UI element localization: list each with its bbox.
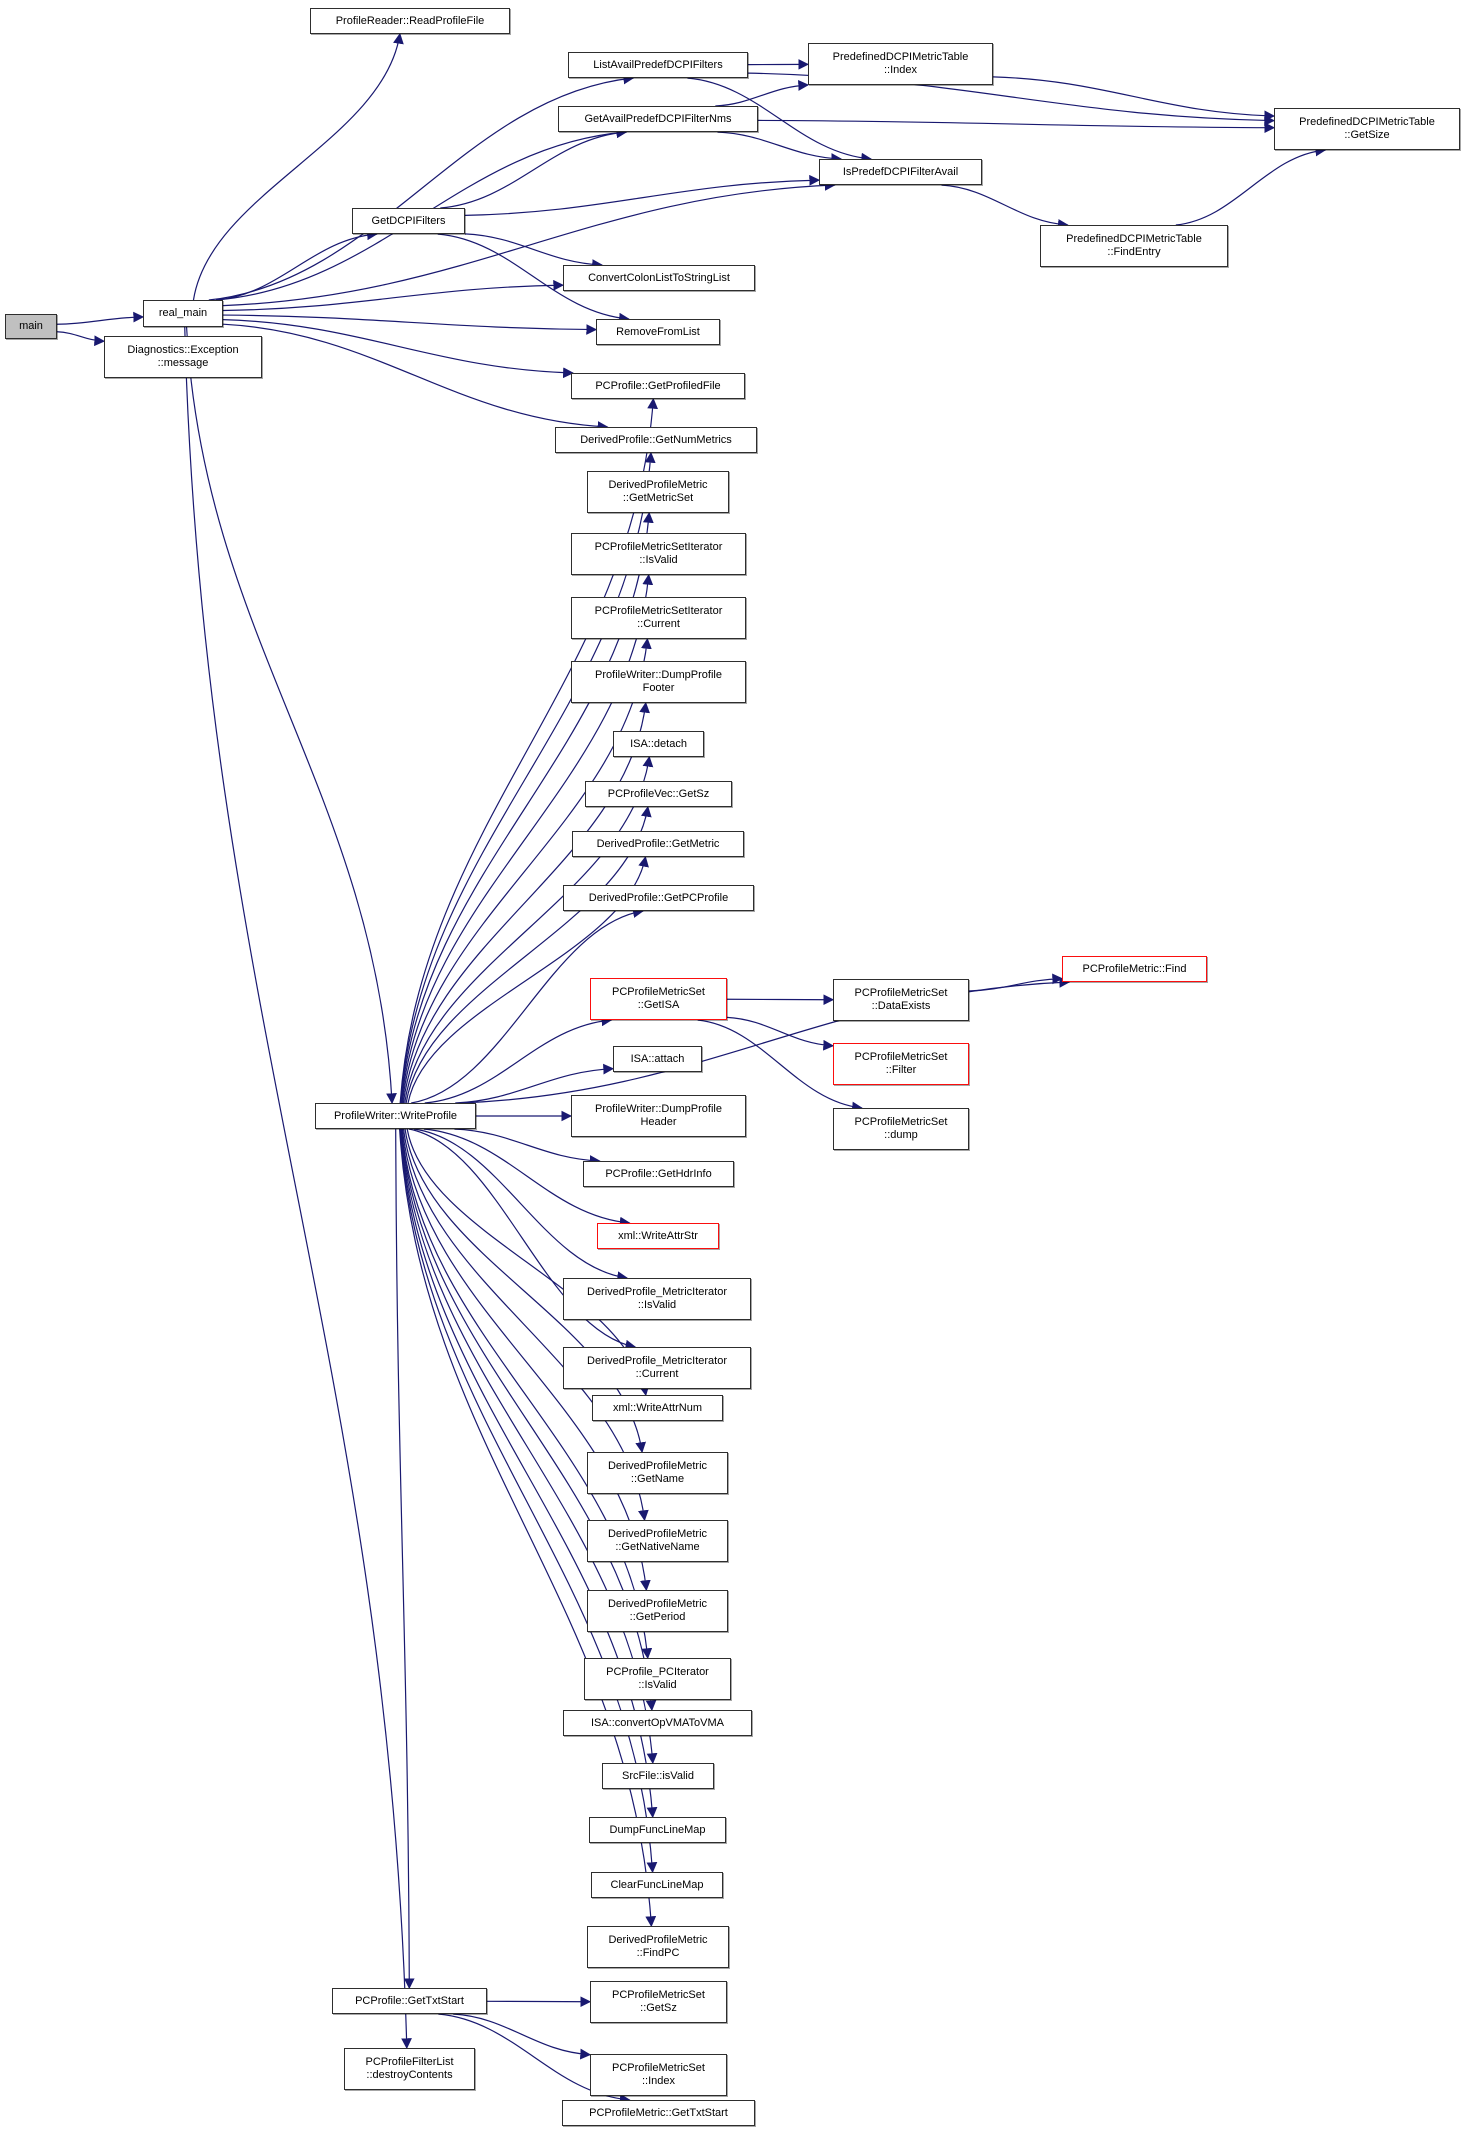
node-getavailpredefdcpifilternms[interactable]: GetAvailPredefDCPIFilterNms bbox=[558, 106, 758, 132]
node-isa-attach[interactable]: ISA::attach bbox=[613, 1046, 702, 1072]
node-dumpfunclinemap[interactable]: DumpFuncLineMap bbox=[589, 1817, 726, 1843]
edge-get_avail-to-pdt_index bbox=[715, 80, 810, 107]
edge-write_profile-to-clear_func_line_map bbox=[399, 1128, 658, 1874]
edge-get_dcpi_filters-to-get_avail bbox=[440, 127, 628, 209]
edge-pcp_gettxtstart-to-pms_index bbox=[453, 2013, 592, 2060]
edge-get_dcpi_filters-to-convert_colon bbox=[464, 233, 603, 270]
node-pcprofile-getprofiledfile[interactable]: PCProfile::GetProfiledFile bbox=[571, 373, 745, 399]
node-derivedprofilemetric-findpc[interactable]: DerivedProfileMetric ::FindPC bbox=[587, 1926, 729, 1968]
node-ispredefdcpifilteravail[interactable]: IsPredefDCPIFilterAvail bbox=[819, 159, 982, 185]
edge-pms_dataexists-to-pm_find bbox=[968, 973, 1064, 992]
node-derivedprofilemetric-getnativename[interactable]: DerivedProfileMetric ::GetNativeName bbox=[587, 1520, 728, 1562]
node-derivedprofilemetric-getperiod[interactable]: DerivedProfileMetric ::GetPeriod bbox=[587, 1590, 728, 1632]
edge-main-to-diag_message bbox=[56, 331, 106, 347]
node-isa-detach[interactable]: ISA::detach bbox=[613, 731, 704, 757]
node-isa-convertopvmatovma[interactable]: ISA::convertOpVMAToVMA bbox=[563, 1710, 752, 1736]
edge-pdt_index-to-pdt_getsize bbox=[992, 76, 1276, 122]
edge-write_profile-to-pcp_gettxtstart bbox=[395, 1128, 415, 1990]
edge-get_avail-to-pdt_getsize bbox=[757, 119, 1276, 134]
node-xml-writeattrstr[interactable]: xml::WriteAttrStr bbox=[597, 1223, 719, 1249]
node-profilewriter-dumpprofileheader[interactable]: ProfileWriter::DumpProfile Header bbox=[571, 1095, 746, 1137]
edge-write_profile-to-get_hdr_info bbox=[454, 1128, 601, 1166]
node-pcprofile-pciterator-isvalid[interactable]: PCProfile_PCIterator ::IsValid bbox=[584, 1658, 731, 1700]
node-profilewriter-writeprofile[interactable]: ProfileWriter::WriteProfile bbox=[315, 1103, 476, 1129]
edge-write_profile-to-pci_isvalid bbox=[400, 1128, 653, 1660]
edge-pdt_findentry-to-pdt_getsize bbox=[1175, 145, 1327, 226]
edge-real_main-to-list_avail bbox=[208, 73, 635, 301]
node-profilereader-readprofilefile[interactable]: ProfileReader::ReadProfileFile bbox=[310, 8, 510, 34]
node-pcprofilemetricset-dataexists[interactable]: PCProfileMetricSet ::DataExists bbox=[833, 979, 969, 1021]
edge-get_avail-to-is_predef bbox=[717, 131, 843, 164]
node-derivedprofilemetric-getname[interactable]: DerivedProfileMetric ::GetName bbox=[587, 1452, 728, 1494]
edge-pms_getisa-to-pms_filter bbox=[726, 1016, 835, 1051]
node-derivedprofile-getnummetrics[interactable]: DerivedProfile::GetNumMetrics bbox=[555, 427, 757, 453]
edge-write_profile-to-dp_get_pcprofile bbox=[411, 907, 644, 1104]
edge-get_dcpi_filters-to-remove_from_list bbox=[437, 233, 630, 324]
node-removefromlist[interactable]: RemoveFromList bbox=[596, 319, 720, 345]
edge-real_main-to-get_dcpi_filters bbox=[215, 229, 378, 301]
edge-real_main-to-get_num_metrics bbox=[222, 323, 609, 432]
edge-write_profile-to-dump_func_line_map bbox=[399, 1128, 658, 1819]
edge-real_main-to-pfl_destroy bbox=[184, 326, 412, 2050]
node-profilewriter-dumpprofilefooter[interactable]: ProfileWriter::DumpProfile Footer bbox=[571, 661, 746, 703]
node-pcprofilemetricset-getisa[interactable]: PCProfileMetricSet ::GetISA bbox=[590, 978, 727, 1020]
edge-write_profile-to-dpm_getperiod bbox=[401, 1128, 651, 1592]
node-pcprofilemetricsetiterator-isvalid[interactable]: PCProfileMetricSetIterator ::IsValid bbox=[571, 533, 746, 575]
node-listavailpredefdcpifilters[interactable]: ListAvailPredefDCPIFilters bbox=[568, 52, 748, 78]
edge-real_main-to-get_profiled_file bbox=[222, 319, 574, 379]
edge-write_profile-to-dpm_findpc bbox=[399, 1128, 657, 1928]
edge-write_profile-to-msi_isvalid bbox=[400, 573, 654, 1104]
edge-list_avail-to-is_predef bbox=[687, 77, 873, 164]
node-pcprofile-gettxtstart[interactable]: PCProfile::GetTxtStart bbox=[332, 1988, 487, 2014]
node-pcprofilevec-getsz[interactable]: PCProfileVec::GetSz bbox=[585, 781, 732, 807]
node-pcprofilemetricsetiterator-current[interactable]: PCProfileMetricSetIterator ::Current bbox=[571, 597, 746, 639]
node-derivedprofile-metriciterator-current[interactable]: DerivedProfile_MetricIterator ::Current bbox=[563, 1347, 751, 1389]
node-diagnostics-exception-message[interactable]: Diagnostics::Exception ::message bbox=[104, 336, 262, 378]
edge-main-to-real_main bbox=[56, 311, 145, 325]
node-pcprofilemetric-find[interactable]: PCProfileMetric::Find bbox=[1062, 956, 1207, 982]
node-real-main[interactable]: real_main bbox=[143, 300, 223, 327]
node-pcprofilemetricset-filter[interactable]: PCProfileMetricSet ::Filter bbox=[833, 1043, 969, 1085]
node-pcprofilemetricset-dump[interactable]: PCProfileMetricSet ::dump bbox=[833, 1108, 969, 1150]
edge-write_profile-to-pms_getisa bbox=[424, 1015, 613, 1104]
edge-write_profile-to-dpmi_current bbox=[408, 1128, 637, 1351]
node-pcprofilemetric-gettxtstart[interactable]: PCProfileMetric::GetTxtStart bbox=[562, 2100, 755, 2126]
edge-write_profile-to-pm_find bbox=[460, 976, 1071, 1104]
edge-real_main-to-read_profile_file bbox=[192, 32, 404, 301]
edge-write_profile-to-dpmi_isvalid bbox=[413, 1128, 629, 1282]
edge-real_main-to-remove_from_list bbox=[222, 314, 598, 335]
edge-real_main-to-convert_colon bbox=[222, 279, 565, 312]
edge-write_profile-to-write_attr_str bbox=[423, 1128, 631, 1228]
node-pcprofile-gethdrinfo[interactable]: PCProfile::GetHdrInfo bbox=[583, 1161, 734, 1187]
node-xml-writeattrnum[interactable]: xml::WriteAttrNum bbox=[592, 1395, 723, 1421]
edge-real_main-to-is_predef bbox=[222, 179, 836, 307]
node-pcprofilemetricset-index[interactable]: PCProfileMetricSet ::Index bbox=[590, 2054, 727, 2096]
node-pcprofilefilterlist-destroycontents[interactable]: PCProfileFilterList ::destroyContents bbox=[344, 2048, 475, 2090]
node-derivedprofile-getmetric[interactable]: DerivedProfile::GetMetric bbox=[572, 831, 744, 857]
node-predefineddcpimetrictable-getsize[interactable]: PredefinedDCPIMetricTable ::GetSize bbox=[1274, 108, 1460, 150]
node-derivedprofile-getpcprofile[interactable]: DerivedProfile::GetPCProfile bbox=[563, 885, 754, 911]
node-derivedprofilemetric-getmetricset[interactable]: DerivedProfileMetric ::GetMetricSet bbox=[587, 471, 729, 513]
node-pcprofilemetricset-getsz[interactable]: PCProfileMetricSet ::GetSz bbox=[590, 1981, 727, 2023]
node-derivedprofile-metriciterator-isvalid[interactable]: DerivedProfile_MetricIterator ::IsValid bbox=[563, 1278, 751, 1320]
node-main[interactable]: main bbox=[5, 314, 57, 339]
edge-write_profile-to-isa_detach bbox=[404, 755, 654, 1104]
edge-real_main-to-write_profile bbox=[185, 326, 397, 1105]
node-predefineddcpimetrictable-findentry[interactable]: PredefinedDCPIMetricTable ::FindEntry bbox=[1040, 225, 1228, 267]
node-srcfile-isvalid[interactable]: SrcFile::isValid bbox=[602, 1763, 714, 1789]
edge-pms_getisa-to-pms_dump bbox=[697, 1019, 863, 1113]
edge-write_profile-to-msi_current bbox=[401, 637, 652, 1104]
node-convertcolonlisttostringlist[interactable]: ConvertColonListToStringList bbox=[563, 265, 755, 291]
edge-write_profile-to-isa_attach bbox=[455, 1063, 615, 1104]
edge-is_predef-to-pdt_findentry bbox=[941, 184, 1069, 230]
edge-write_profile-to-dump_profile_footer bbox=[402, 701, 650, 1104]
node-clearfunclinemap[interactable]: ClearFuncLineMap bbox=[591, 1872, 723, 1898]
node-getdcpifilters[interactable]: GetDCPIFilters bbox=[352, 208, 465, 234]
node-predefineddcpimetrictable-index[interactable]: PredefinedDCPIMetricTable ::Index bbox=[808, 43, 993, 85]
edge-get_dcpi_filters-to-is_predef bbox=[464, 174, 821, 216]
